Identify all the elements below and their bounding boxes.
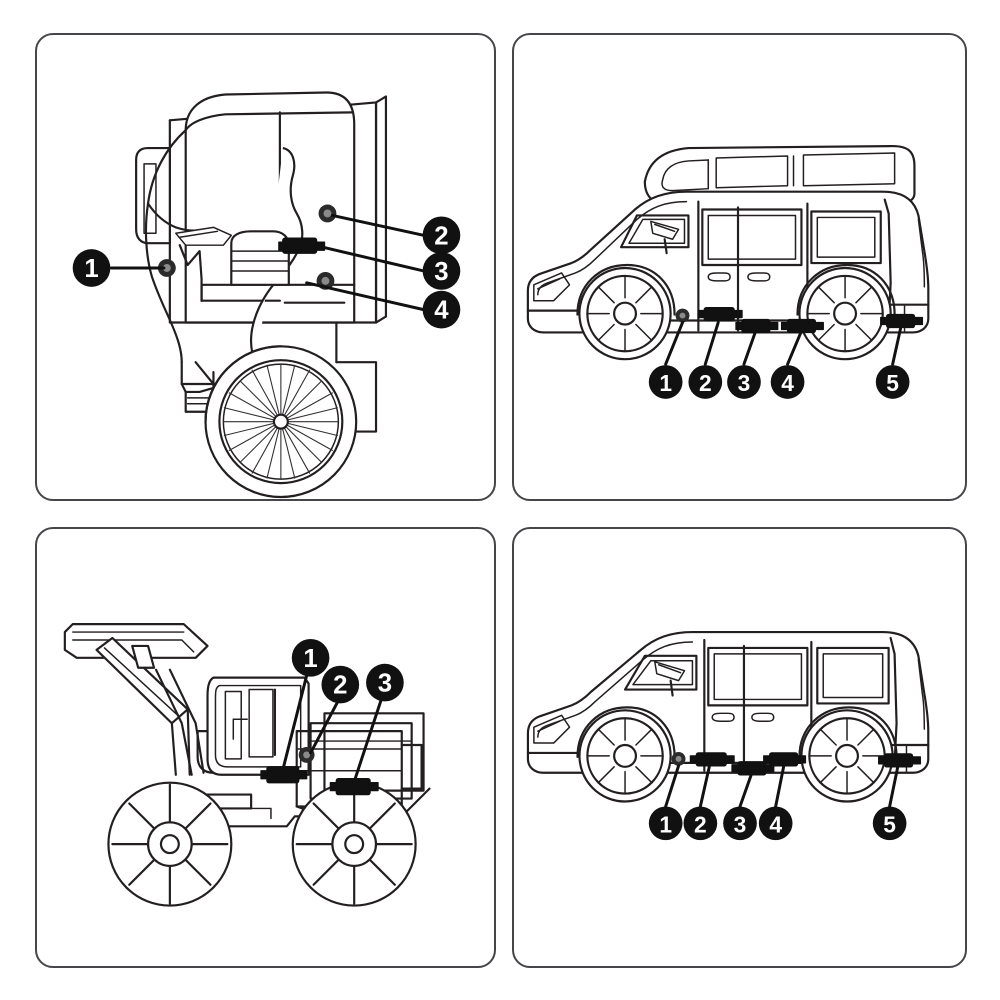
excavator-callout-1[interactable]: 1 bbox=[291, 638, 330, 677]
rear-wheel-spokes bbox=[806, 275, 884, 352]
callout-label: 3 bbox=[734, 811, 747, 837]
van2-callout-1[interactable]: 1 bbox=[648, 806, 683, 841]
mount-bolt-2 bbox=[318, 204, 337, 223]
panel-truck-cab: 1 2 3 4 bbox=[35, 33, 496, 501]
excavator-front-spokes bbox=[111, 783, 229, 905]
van2-callout-3[interactable]: 3 bbox=[723, 806, 757, 841]
van2-front-spokes bbox=[586, 717, 664, 795]
van2-callout-2[interactable]: 2 bbox=[683, 806, 718, 841]
excavator-boom bbox=[63, 623, 209, 725]
van2-door-windows bbox=[707, 646, 890, 707]
excavator-callout-2[interactable]: 2 bbox=[321, 665, 360, 704]
van-plain-drawing: 1 2 3 4 5 bbox=[526, 630, 930, 841]
callout-label: 1 bbox=[303, 645, 317, 673]
panel-van-plain: 1 2 3 4 5 bbox=[512, 527, 967, 968]
van2-mount-hardware bbox=[671, 751, 922, 776]
van-windshield bbox=[619, 214, 690, 255]
mount-clamp-2 bbox=[697, 306, 743, 322]
mount-bolt-1 bbox=[157, 259, 176, 277]
truck-cab-drawing: 1 2 3 4 bbox=[72, 91, 461, 499]
excavator-front-wheel bbox=[107, 781, 233, 907]
truck-leader-lines bbox=[109, 213, 426, 312]
excavator-mount-hardware bbox=[260, 747, 379, 796]
callout-label: 1 bbox=[84, 255, 98, 283]
van-rear-wheel bbox=[796, 263, 896, 361]
callout-label: 2 bbox=[434, 222, 448, 250]
panel-excavator: 1 2 3 bbox=[35, 527, 496, 968]
callout-label: 3 bbox=[434, 258, 448, 286]
van-hood-headlight bbox=[526, 272, 581, 312]
callout-label: 4 bbox=[769, 811, 782, 837]
callout-label: 2 bbox=[694, 811, 707, 837]
mount-clamp-4 bbox=[763, 752, 807, 767]
mount-clamp-5 bbox=[878, 753, 922, 768]
excavator-rear-spokes bbox=[295, 783, 413, 905]
callout-label: 3 bbox=[738, 370, 751, 396]
excavator-boom-link bbox=[154, 668, 205, 776]
van2-hood-headlight bbox=[526, 714, 581, 755]
truck-callout-2[interactable]: 2 bbox=[422, 216, 461, 255]
van-callout-4[interactable]: 4 bbox=[770, 365, 805, 399]
van-callout-3[interactable]: 3 bbox=[727, 365, 761, 399]
mount-bolt-1 bbox=[675, 308, 690, 323]
excavator-drawing: 1 2 3 bbox=[63, 623, 431, 907]
truck-wheel bbox=[194, 345, 358, 499]
mount-clamp-1 bbox=[260, 766, 308, 784]
excavator-rear-wheel bbox=[291, 781, 417, 907]
van-roofbox-drawing: 1 2 3 4 5 bbox=[526, 144, 930, 399]
mount-clamp-5 bbox=[880, 313, 924, 329]
front-wheel-spokes bbox=[586, 275, 664, 352]
excavator-callout-3[interactable]: 3 bbox=[366, 663, 404, 702]
van2-rear-spokes bbox=[808, 717, 886, 795]
callout-label: 2 bbox=[333, 672, 347, 700]
van-callout-1[interactable]: 1 bbox=[648, 365, 683, 399]
truck-callout-4[interactable]: 4 bbox=[422, 290, 461, 329]
van-front-wheel bbox=[576, 263, 676, 361]
truck-callout-1[interactable]: 1 bbox=[72, 249, 111, 287]
callout-label: 3 bbox=[378, 670, 392, 698]
van-callout-2[interactable]: 2 bbox=[688, 365, 723, 399]
excavator-cab bbox=[196, 676, 310, 776]
van2-callout-5[interactable]: 5 bbox=[872, 806, 907, 841]
callout-label: 5 bbox=[886, 370, 899, 396]
excavator-leader-lines bbox=[281, 674, 383, 784]
mount-clamp-2 bbox=[689, 752, 735, 767]
panel-van-roofbox: 1 2 3 4 5 bbox=[512, 33, 967, 501]
truck-cab-outline bbox=[184, 91, 356, 324]
mount-clamp-3 bbox=[329, 778, 379, 796]
van2-front-wheel bbox=[576, 706, 676, 803]
truck-seat-cushion bbox=[230, 230, 290, 286]
van-leader-lines bbox=[664, 321, 903, 366]
callout-label: 4 bbox=[434, 297, 449, 325]
mount-bolt-1 bbox=[671, 751, 686, 766]
callout-label: 4 bbox=[781, 370, 794, 396]
truck-callout-3[interactable]: 3 bbox=[422, 252, 461, 290]
callout-label: 2 bbox=[699, 370, 712, 396]
callout-label: 1 bbox=[659, 811, 672, 837]
van2-callout-4[interactable]: 4 bbox=[758, 806, 793, 841]
van2-leader-lines bbox=[664, 764, 900, 808]
callout-label: 5 bbox=[883, 811, 896, 837]
truck-rear-frame bbox=[335, 321, 378, 433]
van-door-windows bbox=[701, 208, 882, 267]
van-mount-hardware bbox=[675, 306, 924, 334]
van2-windshield bbox=[623, 654, 698, 697]
van-callout-5[interactable]: 5 bbox=[875, 365, 910, 399]
callout-label: 1 bbox=[659, 370, 672, 396]
truck-window-frame bbox=[135, 146, 171, 245]
